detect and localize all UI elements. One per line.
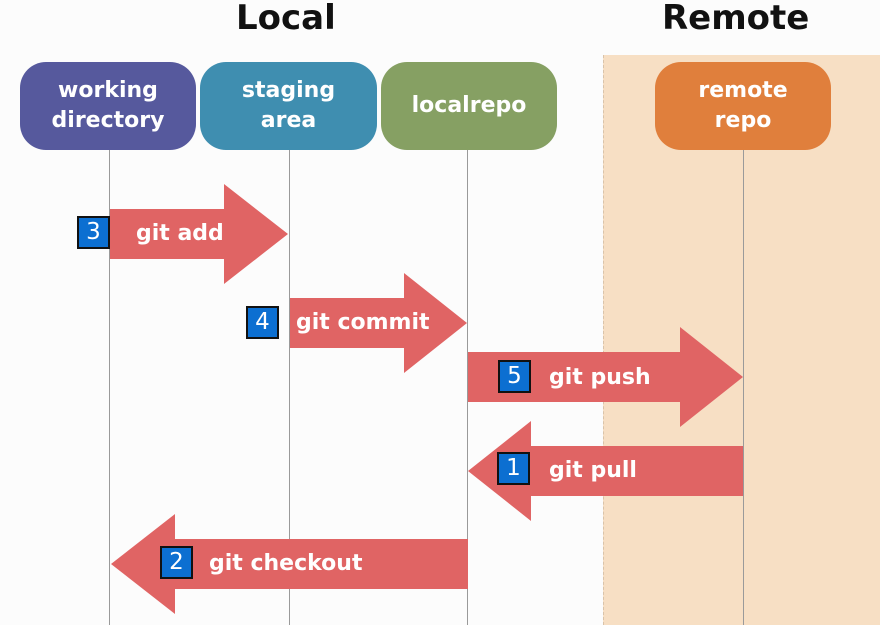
working-directory-lifeline — [109, 150, 110, 625]
git-add-label: git add — [136, 221, 224, 246]
staging-area-node: staging area — [200, 62, 377, 150]
git-add-step-badge: 3 — [77, 216, 110, 249]
git-commit-arrow — [290, 273, 467, 373]
git-add-arrow — [110, 184, 288, 284]
git-push-arrow — [468, 327, 743, 427]
working-directory-node: working directory — [20, 62, 196, 150]
git-checkout-label: git checkout — [209, 551, 363, 576]
git-checkout-step-badge: 2 — [160, 546, 193, 579]
git-pull-label: git pull — [549, 458, 637, 483]
git-push-label: git push — [549, 365, 651, 390]
git-pull-arrow — [468, 421, 743, 521]
git-checkout-arrow — [111, 514, 468, 614]
git-push-step-badge: 5 — [498, 360, 531, 393]
local-section-title: Local — [236, 0, 336, 38]
remote-repo-lifeline — [743, 150, 744, 625]
git-pull-step-badge: 1 — [497, 452, 530, 485]
staging-area-lifeline — [289, 150, 290, 625]
localrepo-lifeline — [467, 150, 468, 625]
remote-section-title: Remote — [662, 0, 810, 38]
remote-repo-node: remote repo — [655, 62, 831, 150]
localrepo-node: localrepo — [381, 62, 557, 150]
remote-zone-background — [603, 55, 880, 625]
git-commit-step-badge: 4 — [246, 306, 279, 339]
git-commit-label: git commit — [296, 310, 430, 335]
